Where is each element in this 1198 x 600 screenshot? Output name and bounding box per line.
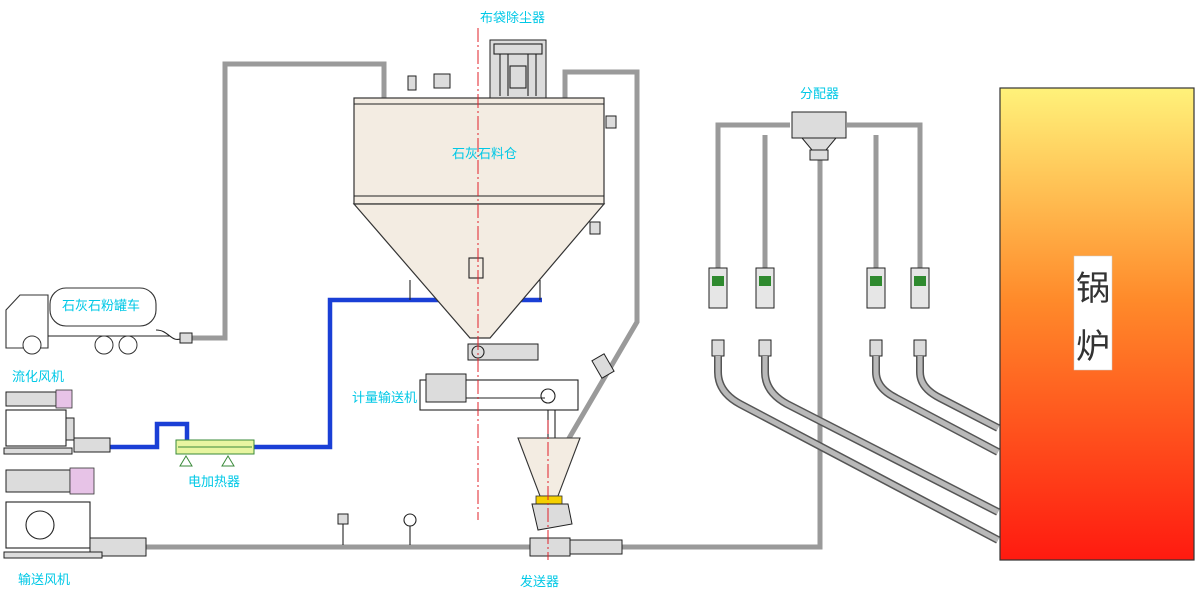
boiler-label-1: 锅 — [1076, 269, 1110, 309]
valve-icon — [866, 267, 886, 357]
silo — [352, 73, 617, 339]
heater-icon — [175, 439, 255, 467]
boiler-label-2: 炉 — [1076, 327, 1110, 367]
distributor — [791, 111, 847, 161]
blue-pipe — [110, 297, 542, 450]
sender — [517, 437, 623, 557]
blower-icon — [3, 389, 111, 455]
valve-icon — [708, 267, 728, 357]
bag-filter-label: 布袋除尘器 — [480, 11, 545, 26]
conveying-fan-label: 输送风机 — [18, 572, 70, 588]
silo-label: 石灰石料仓 — [452, 147, 517, 162]
distributor-label: 分配器 — [800, 87, 839, 102]
screw-conveyor-icon — [419, 343, 579, 438]
blower-icon — [3, 467, 147, 559]
centerlines — [477, 28, 549, 560]
gray-pipes — [145, 61, 923, 550]
valve-icon — [910, 267, 930, 357]
electric-heater-label: 电加热器 — [188, 475, 240, 490]
valve-icon — [755, 267, 775, 357]
valve-group — [708, 267, 1000, 544]
fluidizing-fan-label: 流化风机 — [12, 370, 64, 385]
gauge-icon — [337, 353, 615, 545]
tank-truck-label: 石灰石粉罐车 — [62, 298, 140, 314]
bag-filter-icon — [489, 39, 547, 99]
tank-truck-icon — [5, 287, 193, 355]
metering-conveyor-label: 计量输送机 — [352, 390, 417, 406]
boiler — [999, 87, 1195, 561]
sender-label: 发送器 — [520, 574, 559, 590]
